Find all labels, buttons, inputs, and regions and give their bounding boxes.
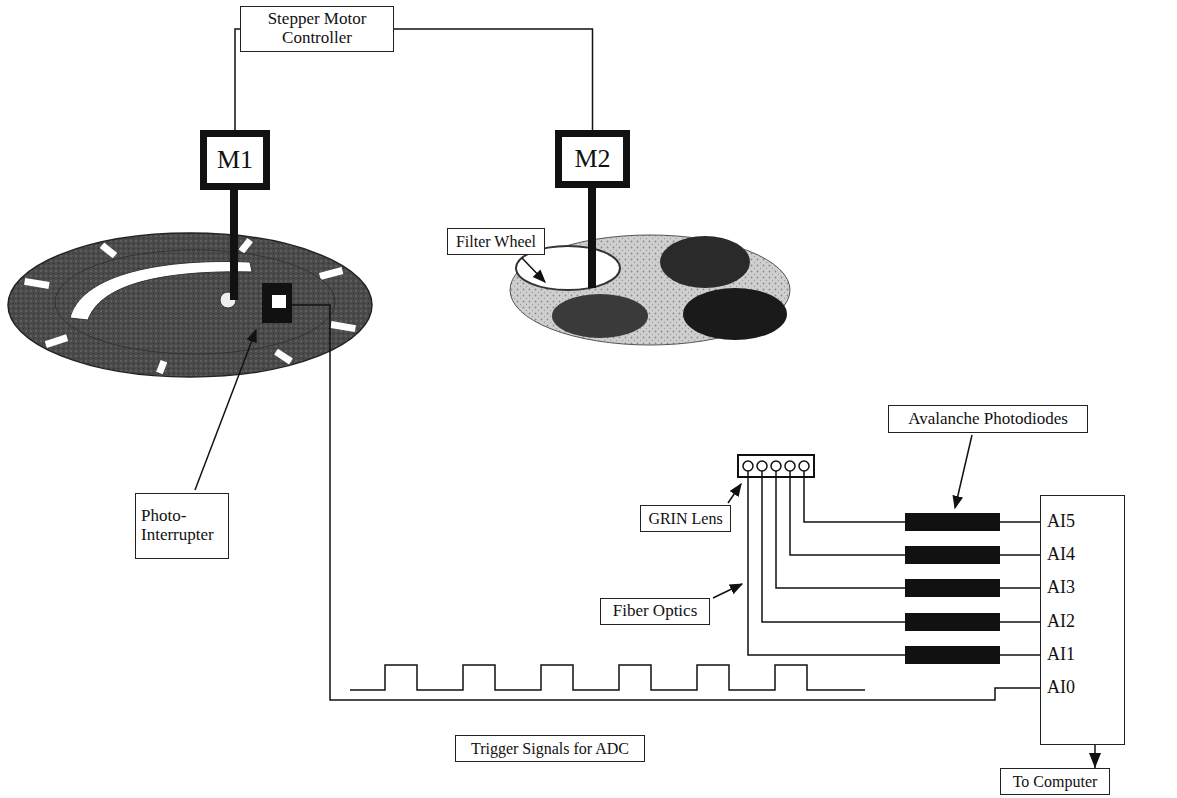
avalanche-photodiodes <box>905 513 1040 664</box>
signal-wire <box>1000 654 1040 656</box>
part-label: GRIN Lens <box>640 505 731 532</box>
photodiode <box>905 513 1000 531</box>
optical-fibers <box>748 471 905 655</box>
pin-name: AI5 <box>1047 512 1075 532</box>
wheel-slot <box>331 324 355 328</box>
optical-fiber <box>804 471 905 522</box>
wheel-slot <box>102 245 115 255</box>
motor-box: M2 <box>555 130 630 188</box>
label-text: M1 <box>217 146 253 175</box>
photodiode <box>905 546 1000 564</box>
part-label: Fiber Optics <box>600 598 710 625</box>
wheel-slot <box>320 271 343 277</box>
motor-box: M1 <box>200 130 270 190</box>
signal-wire <box>1000 521 1040 523</box>
label-text: To Computer <box>1013 773 1098 791</box>
lens-element <box>757 461 767 471</box>
pin-name: AI2 <box>1047 612 1075 632</box>
optical-fiber <box>762 471 905 622</box>
signal-wire <box>1000 587 1040 589</box>
connector <box>1094 745 1096 768</box>
pin-name: AI4 <box>1047 545 1075 565</box>
label-text: Avalanche Photodiodes <box>908 410 1068 429</box>
connector <box>394 29 593 130</box>
photodiode <box>905 613 1000 631</box>
photodiode <box>905 579 1000 597</box>
pin-name: AI3 <box>1047 578 1075 598</box>
wheel-slot <box>159 361 164 373</box>
part-label: Filter Wheel <box>447 228 545 255</box>
lens-element <box>799 461 809 471</box>
lens-element <box>743 461 753 471</box>
label-text: GRIN Lens <box>648 510 722 528</box>
motor-shaft <box>230 190 238 300</box>
pulse-train <box>350 665 865 690</box>
pin-name: AI0 <box>1047 678 1075 698</box>
lens-element <box>771 461 781 471</box>
filter-wheel <box>510 235 790 345</box>
trigger-wire <box>292 305 1040 700</box>
label-text: Fiber Optics <box>613 602 698 621</box>
optical-fiber <box>790 471 905 555</box>
pin-name: AI1 <box>1047 645 1075 665</box>
signal-wire <box>1000 621 1040 623</box>
optical-fiber <box>776 471 905 588</box>
part-label: Avalanche Photodiodes <box>888 405 1088 433</box>
output-box: To Computer <box>1000 768 1110 795</box>
label-text: Photo- Interrupter <box>141 507 223 544</box>
label-text: Filter Wheel <box>456 233 536 251</box>
photo-interrupter-sensor <box>262 283 292 323</box>
optical-fiber <box>748 471 905 655</box>
signal-wire <box>1000 554 1040 556</box>
wheel-slot <box>241 240 250 251</box>
label-text: Stepper Motor Controller <box>246 10 388 47</box>
label-text: M2 <box>574 145 610 174</box>
motor-shaft <box>588 188 596 288</box>
wheel-slot <box>46 338 67 345</box>
label-text: Trigger Signals for ADC <box>471 740 629 758</box>
wheel-slot <box>25 281 49 285</box>
wheel-slot <box>276 352 291 362</box>
part-label: Trigger Signals for ADC <box>455 735 645 762</box>
controller-box: Stepper Motor Controller <box>240 6 394 52</box>
part-label: Photo- Interrupter <box>135 493 229 559</box>
leader-lines <box>195 258 972 598</box>
lens-element <box>785 461 795 471</box>
adc-box: AI5AI4AI3AI2AI1AI0 <box>1040 495 1125 745</box>
photodiode <box>905 646 1000 664</box>
